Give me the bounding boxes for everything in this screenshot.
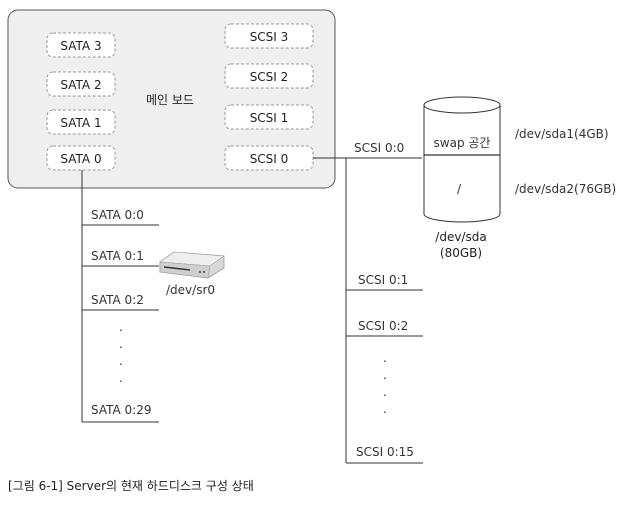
partition-sda1-label: /dev/sda1(4GB) [515,127,609,141]
cdrom-label: /dev/sr0 [166,283,215,297]
sata-port-2: SATA 2 [46,71,116,97]
scsi-ellipsis-3: . [383,385,387,399]
sata-ellipsis-1: . [119,320,123,334]
sata-ellipsis-3: . [119,354,123,368]
disk-cylinder [423,96,501,223]
sata-0-0-label: SATA 0:0 [91,208,144,222]
root-partition-label: / [457,182,462,196]
sata-0-1-label: SATA 0:1 [91,249,144,263]
cdrom-drive-icon [159,251,225,279]
scsi-ellipsis-4: . [383,402,387,416]
scsi-port-1-label: SCSI 1 [250,111,289,125]
scsi-link-label: SCSI 0:0 [354,141,404,155]
disk-name-label: /dev/sda [435,230,486,244]
figure-caption: [그림 6-1] Server의 현재 하드디스크 구성 상태 [8,479,254,493]
scsi-0-15-label: SCSI 0:15 [356,445,414,459]
scsi-0-2-label: SCSI 0:2 [358,319,408,333]
sata-port-3: SATA 3 [46,32,116,58]
scsi-port-3-label: SCSI 3 [250,30,289,44]
scsi-0-1-label: SCSI 0:1 [358,273,408,287]
sata-port-0-label: SATA 0 [60,152,101,166]
scsi-port-0-label: SCSI 0 [250,152,289,166]
scsi-port-0: SCSI 0 [224,145,314,171]
sata-port-3-label: SATA 3 [60,39,101,53]
scsi-port-2-label: SCSI 2 [250,70,289,84]
disk-size-label: (80GB) [440,246,482,260]
sata-0-2-label: SATA 0:2 [91,293,144,307]
scsi-ellipsis-2: . [383,368,387,382]
sata-port-2-label: SATA 2 [60,78,101,92]
scsi-port-2: SCSI 2 [224,63,314,89]
swap-partition-label: swap 공간 [434,136,491,150]
sata-0-29-label: SATA 0:29 [91,403,152,417]
mainboard-label: 메인 보드 [146,93,194,107]
sata-ellipsis-2: . [119,337,123,351]
scsi-ellipsis-1: . [383,351,387,365]
sata-ellipsis-4: . [119,371,123,385]
scsi-port-1: SCSI 1 [224,104,314,130]
scsi-port-3: SCSI 3 [224,23,314,49]
sata-port-1: SATA 1 [46,109,116,135]
sata-port-1-label: SATA 1 [60,116,101,130]
partition-sda2-label: /dev/sda2(76GB) [515,182,616,196]
sata-port-0: SATA 0 [46,145,116,171]
